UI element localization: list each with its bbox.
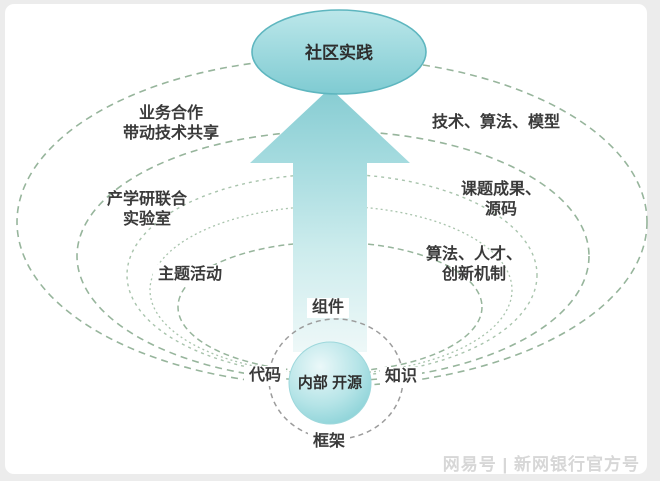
label-business-line1: 业务合作 — [138, 105, 204, 122]
core-label-line1: 内部 — [297, 374, 328, 392]
label-business-cooperation: 业务合作 带动技术共享 — [123, 104, 219, 144]
core-label-line2: 开源 — [332, 374, 363, 392]
community-practice-ellipse — [251, 9, 427, 95]
label-theme-activities: 主题活动 — [152, 265, 228, 285]
label-knowledge: 知识 — [379, 367, 423, 387]
up-arrow — [250, 88, 410, 352]
label-mechanism-line1: 算法、人才、 — [425, 246, 523, 263]
watermark-netease-xwbank: 网易号 | 新网银行官方号 — [442, 455, 640, 474]
label-mechanism-line2: 创新机制 — [441, 266, 507, 283]
label-business-line2: 带动技术共享 — [122, 125, 220, 142]
internal-open-source-label: 内部 开源 — [298, 374, 362, 393]
label-component: 组件 — [306, 298, 350, 318]
label-framework: 框架 — [307, 432, 351, 452]
label-lab-line2: 实验室 — [122, 211, 172, 228]
label-lab-line1: 产学研联合 — [106, 191, 188, 208]
label-code: 代码 — [243, 366, 287, 386]
community-practice-label: 社区实践 — [305, 43, 373, 63]
label-results-line2: 源码 — [484, 201, 518, 218]
label-tech-algorithm-model: 技术、算法、模型 — [431, 114, 561, 131]
internal-open-source-circle — [288, 341, 372, 425]
label-project-results: 课题成果、 源码 — [461, 180, 541, 220]
label-joint-laboratory: 产学研联合 实验室 — [107, 190, 187, 230]
label-innovation-mechanism: 算法、人才、 创新机制 — [426, 245, 522, 285]
label-results-line1: 课题成果、 — [460, 181, 542, 198]
